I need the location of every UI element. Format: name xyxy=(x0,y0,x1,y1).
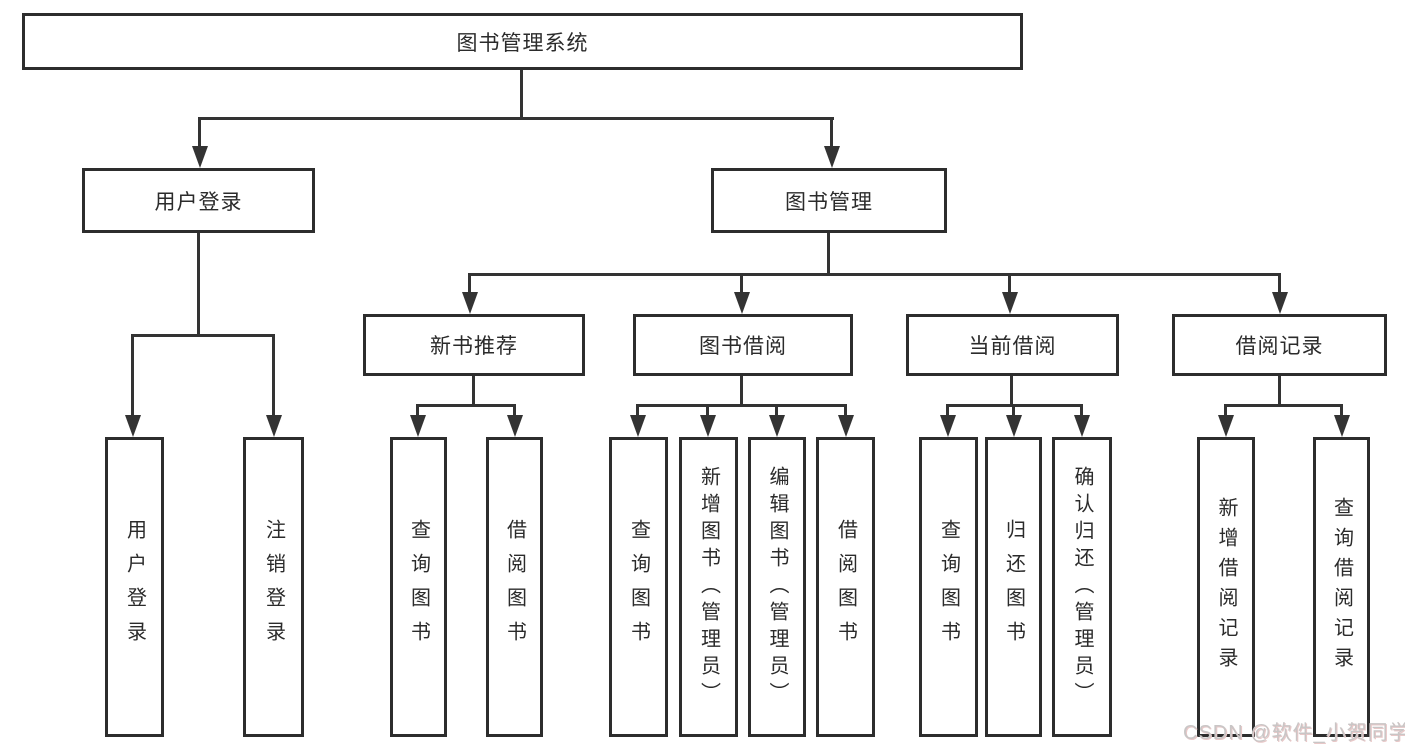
arrow-to-leaf-borrow-books-b xyxy=(844,404,847,415)
connector-root-stem xyxy=(520,70,523,120)
arrow-to-leaf-add-books xyxy=(706,404,709,415)
node-label: 用户登录 xyxy=(154,190,243,214)
node-borrow-records: 借阅记录 xyxy=(1172,314,1387,376)
arrow-to-new-book-recommend xyxy=(468,273,471,292)
connector-root-splitter xyxy=(199,117,834,120)
node-library-management-system: 图书管理系统 xyxy=(22,13,1023,70)
node-current-borrow: 当前借阅 xyxy=(906,314,1119,376)
leaf-query-books-current: 查询图书 xyxy=(919,437,978,737)
connector-current-borrow-splitter xyxy=(947,404,1083,407)
connector-current-borrow-stem xyxy=(1010,376,1013,407)
connector-book-management-stem xyxy=(827,233,830,276)
connector-new-book-splitter xyxy=(417,404,516,407)
arrow-to-leaf-query-books-b xyxy=(636,404,639,415)
arrow-to-book-borrow xyxy=(740,273,743,292)
arrow-to-leaf-borrow-books-a xyxy=(513,404,516,415)
leaf-borrow-books-borrow: 借阅图书 xyxy=(816,437,875,737)
connector-borrow-records-stem xyxy=(1278,376,1281,407)
connector-book-borrow-splitter xyxy=(637,404,847,407)
leaf-user-login: 用户登录 xyxy=(105,437,164,737)
arrow-to-book-management xyxy=(830,117,833,146)
leaf-query-borrow-record: 查询借阅记录 xyxy=(1313,437,1370,737)
arrow-to-leaf-query-books-c xyxy=(946,404,949,415)
connector-borrow-records-splitter xyxy=(1225,404,1343,407)
arrow-to-leaf-logout xyxy=(272,334,275,415)
leaf-query-books-borrow: 查询图书 xyxy=(609,437,668,737)
node-user-login: 用户登录 xyxy=(82,168,315,233)
connector-new-book-stem xyxy=(472,376,475,407)
connector-user-login-stem xyxy=(197,233,200,334)
node-label: 图书管理系统 xyxy=(456,31,589,55)
arrow-to-leaf-confirm-return xyxy=(1080,404,1083,415)
arrow-to-borrow-records xyxy=(1278,273,1281,292)
connector-book-management-splitter xyxy=(469,273,1281,276)
node-label: 图书借阅 xyxy=(699,335,787,358)
node-label: 借阅记录 xyxy=(1235,335,1324,358)
leaf-query-books-recommend: 查询图书 xyxy=(390,437,447,737)
leaf-edit-books-admin: 编辑图书（管理员） xyxy=(748,437,806,737)
leaf-confirm-return-admin: 确认归还（管理员） xyxy=(1052,437,1112,737)
arrow-to-leaf-return-books xyxy=(1012,404,1015,415)
node-book-management: 图书管理 xyxy=(711,168,947,233)
node-book-borrow: 图书借阅 xyxy=(633,314,853,376)
arrow-to-leaf-query-books-a xyxy=(416,404,419,415)
leaf-return-books: 归还图书 xyxy=(985,437,1042,737)
leaf-logout: 注销登录 xyxy=(243,437,304,737)
connector-user-login-splitter xyxy=(132,334,275,337)
leaf-add-borrow-record: 新增借阅记录 xyxy=(1197,437,1255,737)
leaf-borrow-books-recommend: 借阅图书 xyxy=(486,437,543,737)
node-label: 当前借阅 xyxy=(968,335,1057,358)
node-new-book-recommend: 新书推荐 xyxy=(363,314,585,376)
arrow-to-leaf-add-borrow-record xyxy=(1224,404,1227,415)
arrow-to-leaf-edit-books xyxy=(775,404,778,415)
leaf-add-books-admin: 新增图书（管理员） xyxy=(679,437,738,737)
node-label: 图书管理 xyxy=(785,190,873,214)
node-label: 新书推荐 xyxy=(430,335,518,358)
arrow-to-leaf-query-borrow-record xyxy=(1340,404,1343,415)
connector-book-borrow-stem xyxy=(740,376,743,407)
csdn-watermark: CSDN @软件_小贺同学 xyxy=(1183,722,1405,744)
arrow-to-current-borrow xyxy=(1008,273,1011,292)
arrow-to-leaf-user-login xyxy=(131,334,134,415)
arrow-to-user-login xyxy=(198,117,201,146)
